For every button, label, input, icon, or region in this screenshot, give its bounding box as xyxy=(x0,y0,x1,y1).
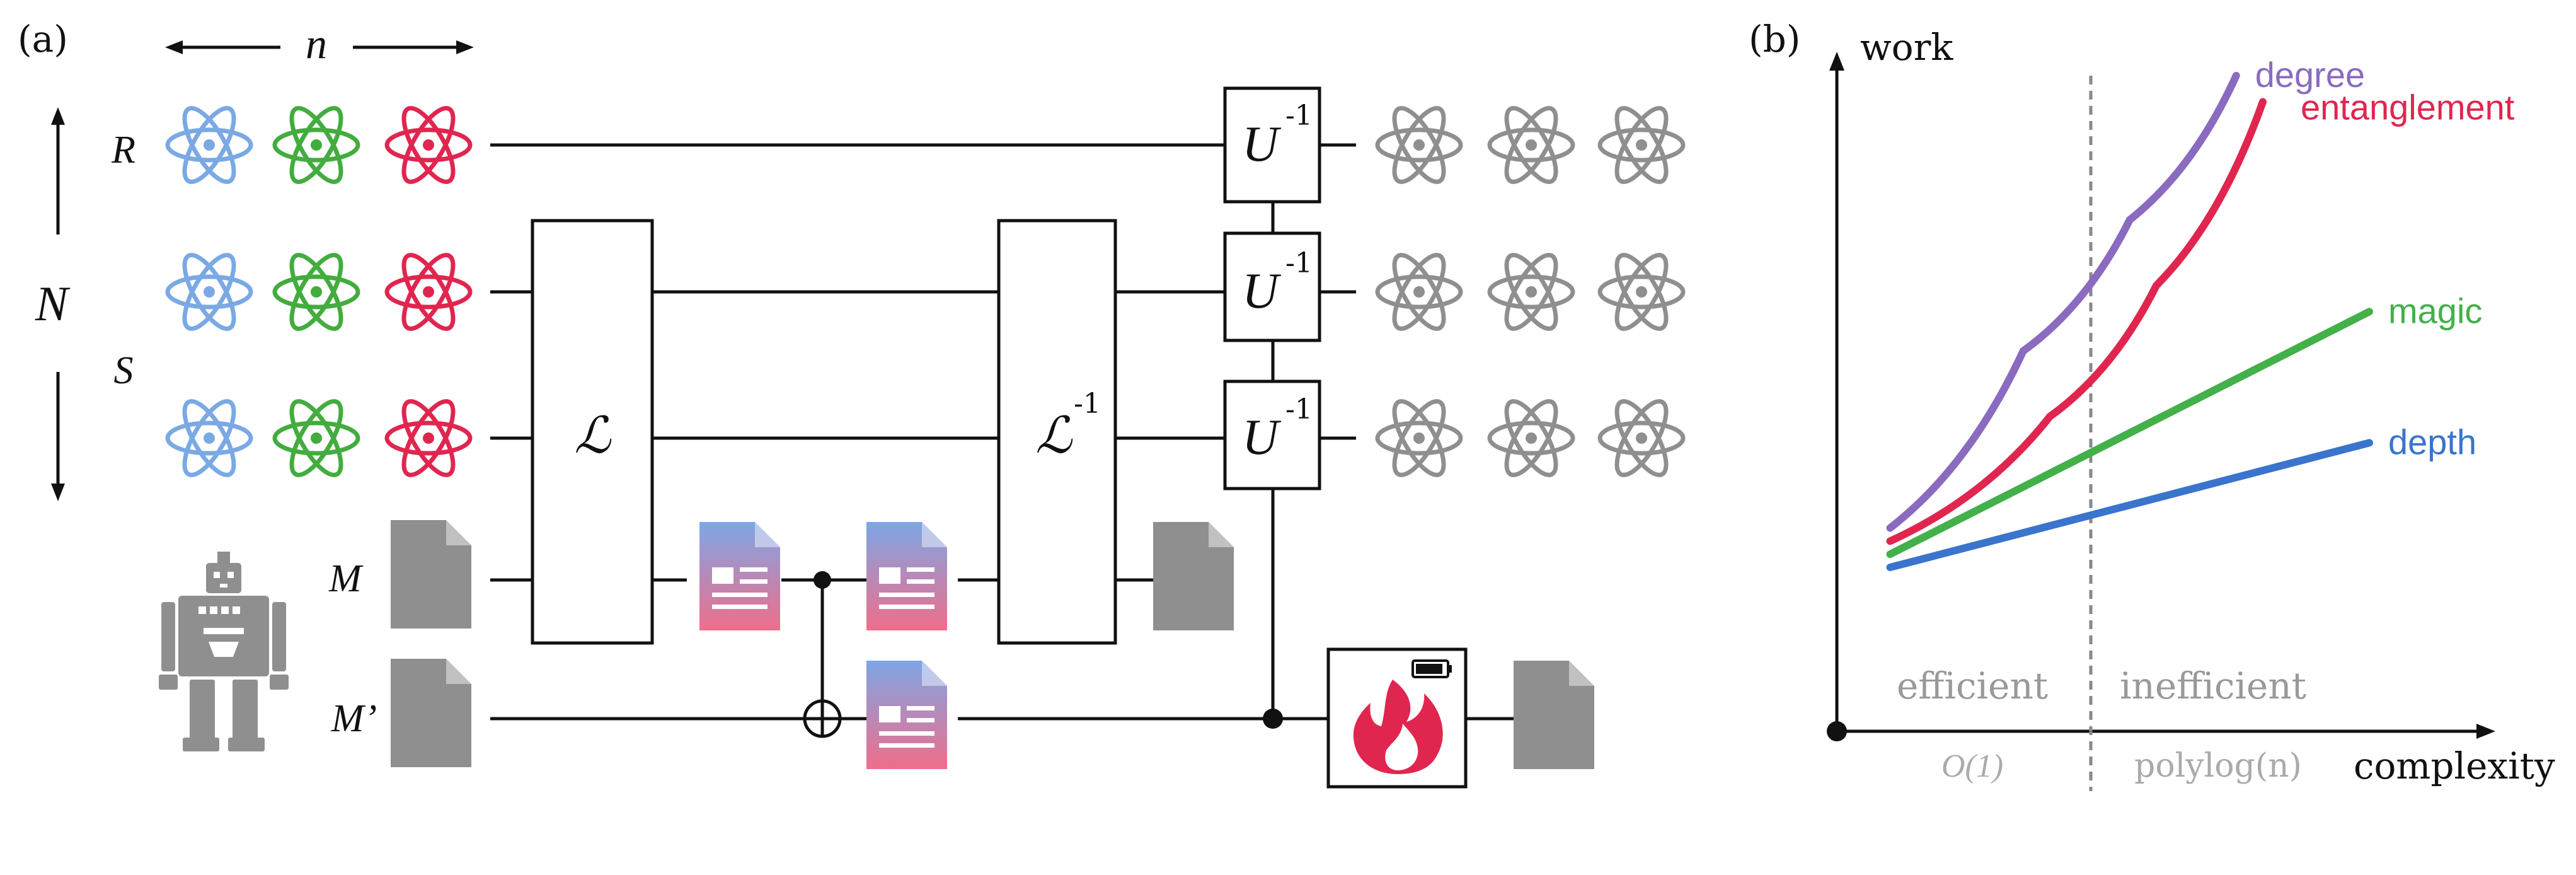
control-dot xyxy=(814,571,831,589)
atom-icon xyxy=(387,248,470,335)
atom-icon xyxy=(275,395,358,482)
chart-axes xyxy=(1827,52,2495,741)
cnot-gate xyxy=(803,571,842,738)
document-icon-Mprime-input xyxy=(391,659,471,767)
atom-icon xyxy=(1600,395,1683,482)
panel-a-label: (a) xyxy=(18,18,68,61)
series-label-degree: degree xyxy=(2255,55,2365,95)
atom-icon xyxy=(168,395,251,482)
series-line-depth xyxy=(1886,439,2373,571)
row-label-M: M xyxy=(328,557,364,600)
atom-icon xyxy=(387,395,470,482)
flame-icon xyxy=(1353,680,1443,774)
atom-icon xyxy=(1490,101,1573,188)
atom-icon xyxy=(1377,248,1461,335)
document-icon-burned-output xyxy=(1514,661,1594,769)
atom-icon xyxy=(1377,395,1461,482)
series-label-depth: depth xyxy=(2388,422,2476,461)
U-inverse-gate-R: U -1 xyxy=(1223,86,1321,204)
svg-text:U: U xyxy=(1242,264,1282,319)
colored-document-icon-2 xyxy=(866,522,947,630)
svg-text:-1: -1 xyxy=(1285,100,1313,132)
row-label-S: S xyxy=(114,349,134,392)
L-inverse-gate xyxy=(997,219,1117,645)
L-gate-label: ℒ xyxy=(574,409,611,464)
N-label: N xyxy=(35,276,71,331)
atom-icon xyxy=(275,248,358,335)
atom-icon xyxy=(1377,101,1461,188)
atom-icon xyxy=(1490,395,1573,482)
U-inverse-gate-S2: U -1 xyxy=(1223,380,1321,490)
L-inverse-sup: -1 xyxy=(1074,388,1101,420)
series-label-entanglement: entanglement xyxy=(2301,88,2515,127)
document-icon-M-input xyxy=(391,520,471,629)
atom-icon xyxy=(1600,101,1683,188)
control-dot-U xyxy=(1263,709,1283,729)
atom-icon xyxy=(168,248,251,335)
atoms-R xyxy=(168,101,470,188)
series-label-magic: magic xyxy=(2388,291,2482,330)
atom-icon xyxy=(168,101,251,188)
output-atoms xyxy=(1377,101,1683,482)
L-inverse-label: ℒ xyxy=(1035,409,1072,464)
atom-icon xyxy=(1600,248,1683,335)
robot-icon xyxy=(159,552,289,751)
colored-document-icon-3 xyxy=(866,661,947,769)
N-arrow xyxy=(51,107,65,501)
series-line-entanglement xyxy=(1886,98,2267,545)
y-axis-label: work xyxy=(1860,26,1953,69)
x-tick-O1: O(1) xyxy=(1941,748,2003,784)
svg-text:-1: -1 xyxy=(1285,247,1313,279)
x-tick-polylog: polylog(n) xyxy=(2134,747,2302,785)
region-inefficient: inefficient xyxy=(2120,664,2306,707)
document-icon-M-output xyxy=(1153,522,1234,630)
circuit-wires xyxy=(490,143,1514,721)
series-line-degree xyxy=(1886,72,2240,532)
atoms-S2 xyxy=(168,395,470,482)
U-inverse-gate-S1: U -1 xyxy=(1223,231,1321,342)
x-axis-label: complexity xyxy=(2354,745,2555,787)
burner-box xyxy=(1326,647,1468,789)
row-label-R: R xyxy=(111,129,135,171)
L-gate xyxy=(531,219,654,645)
series-line-magic xyxy=(1886,308,2373,559)
svg-text:U: U xyxy=(1242,410,1282,465)
colored-document-icon-1 xyxy=(699,522,780,630)
svg-text:U: U xyxy=(1242,117,1282,172)
panel-b-label: (b) xyxy=(1749,18,1800,61)
n-arrow xyxy=(165,40,474,54)
svg-text:-1: -1 xyxy=(1285,393,1313,426)
atom-icon xyxy=(275,101,358,188)
atoms-S1 xyxy=(168,248,470,335)
row-label-M-prime: M’ xyxy=(331,697,377,740)
atom-icon xyxy=(387,101,470,188)
atom-icon xyxy=(1490,248,1573,335)
region-efficient: efficient xyxy=(1897,664,2048,707)
n-label: n xyxy=(306,20,327,67)
battery-icon xyxy=(1412,659,1449,678)
